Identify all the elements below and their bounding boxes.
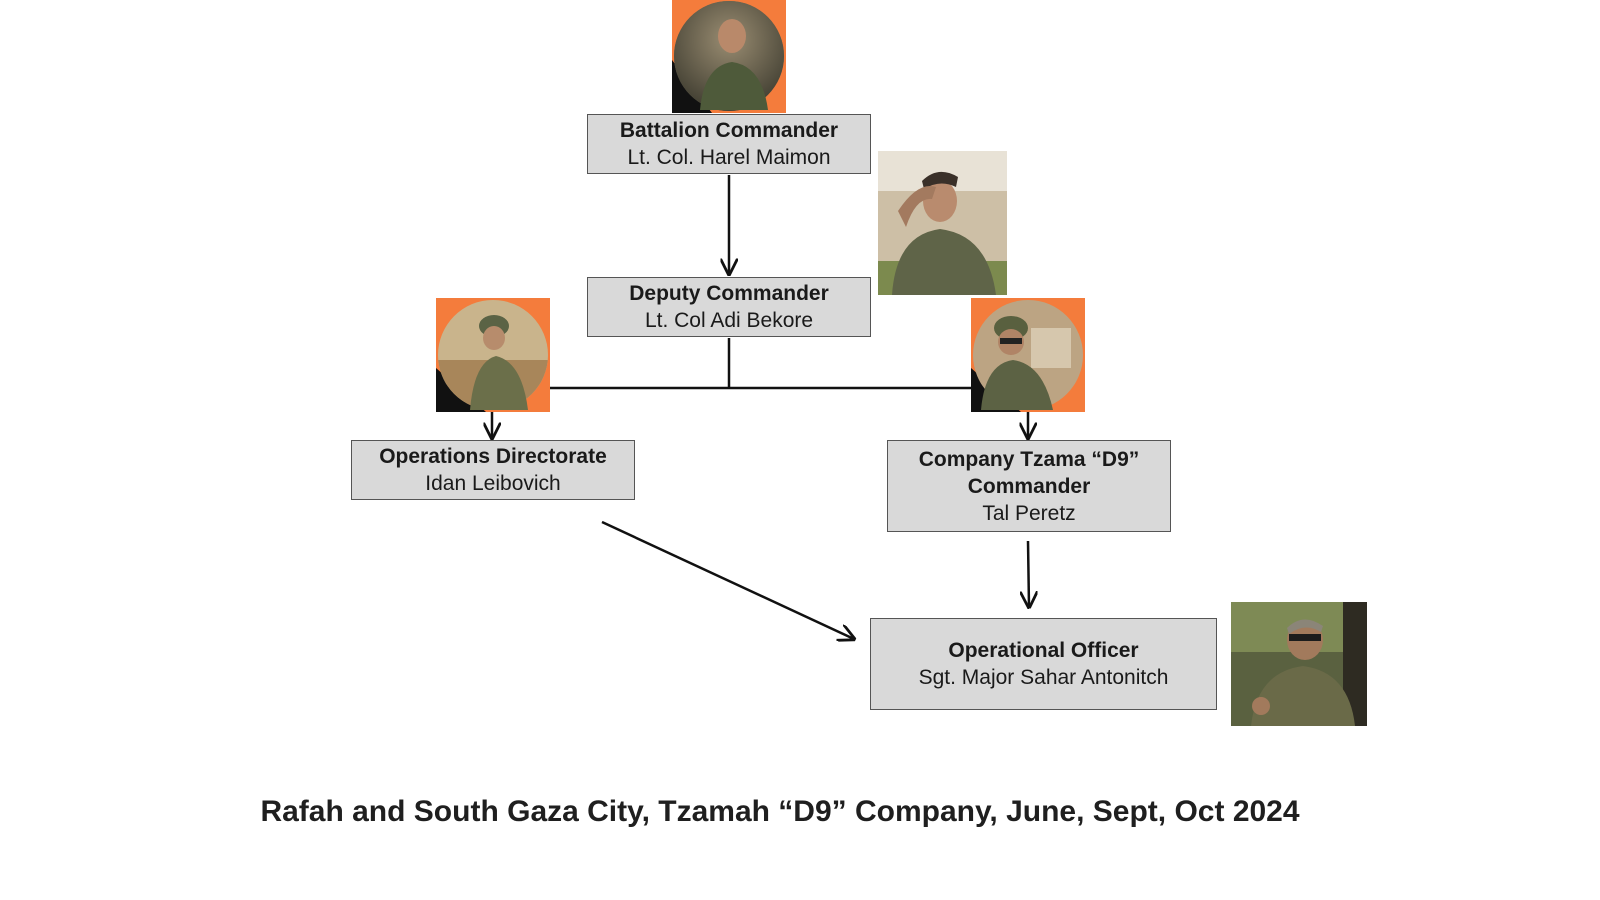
company-commander-name: Tal Peretz [982, 501, 1076, 525]
operational-officer-role: Operational Officer [948, 639, 1139, 662]
deputy-commander-photo [878, 151, 1007, 295]
battalion-commander-role: Battalion Commander [619, 119, 839, 142]
deputy-commander-name: Lt. Col Adi Bekore [644, 309, 814, 332]
edge-operations-to-officer [601, 520, 854, 639]
operations-directorate-photo [436, 298, 550, 412]
operations-directorate-name: Idan Leibovich [425, 472, 561, 495]
node-battalion-commander: Battalion Commander Lt. Col. Harel Maimo… [587, 114, 871, 174]
deputy-commander-role: Deputy Commander [629, 282, 829, 305]
node-deputy-commander: Deputy Commander Lt. Col Adi Bekore [587, 277, 871, 337]
battalion-commander-photo [672, 0, 786, 113]
company-commander-role-line1: Company Tzama “D9” [918, 447, 1140, 471]
battalion-commander-name: Lt. Col. Harel Maimon [627, 146, 831, 169]
node-company-commander: Company Tzama “D9” Commander Tal Peretz [887, 440, 1171, 532]
operational-officer-photo [1231, 602, 1367, 726]
company-commander-role-line2: Commander [967, 474, 1091, 498]
company-commander-photo [971, 298, 1085, 412]
diagram-caption: Rafah and South Gaza City, Tzamah “D9” C… [260, 795, 1300, 828]
node-operations-directorate: Operations Directorate Idan Leibovich [351, 440, 635, 500]
operations-directorate-role: Operations Directorate [379, 445, 607, 468]
edge-company-to-officer [1028, 540, 1029, 607]
node-operational-officer: Operational Officer Sgt. Major Sahar Ant… [870, 618, 1217, 710]
operational-officer-name: Sgt. Major Sahar Antonitch [918, 666, 1169, 689]
